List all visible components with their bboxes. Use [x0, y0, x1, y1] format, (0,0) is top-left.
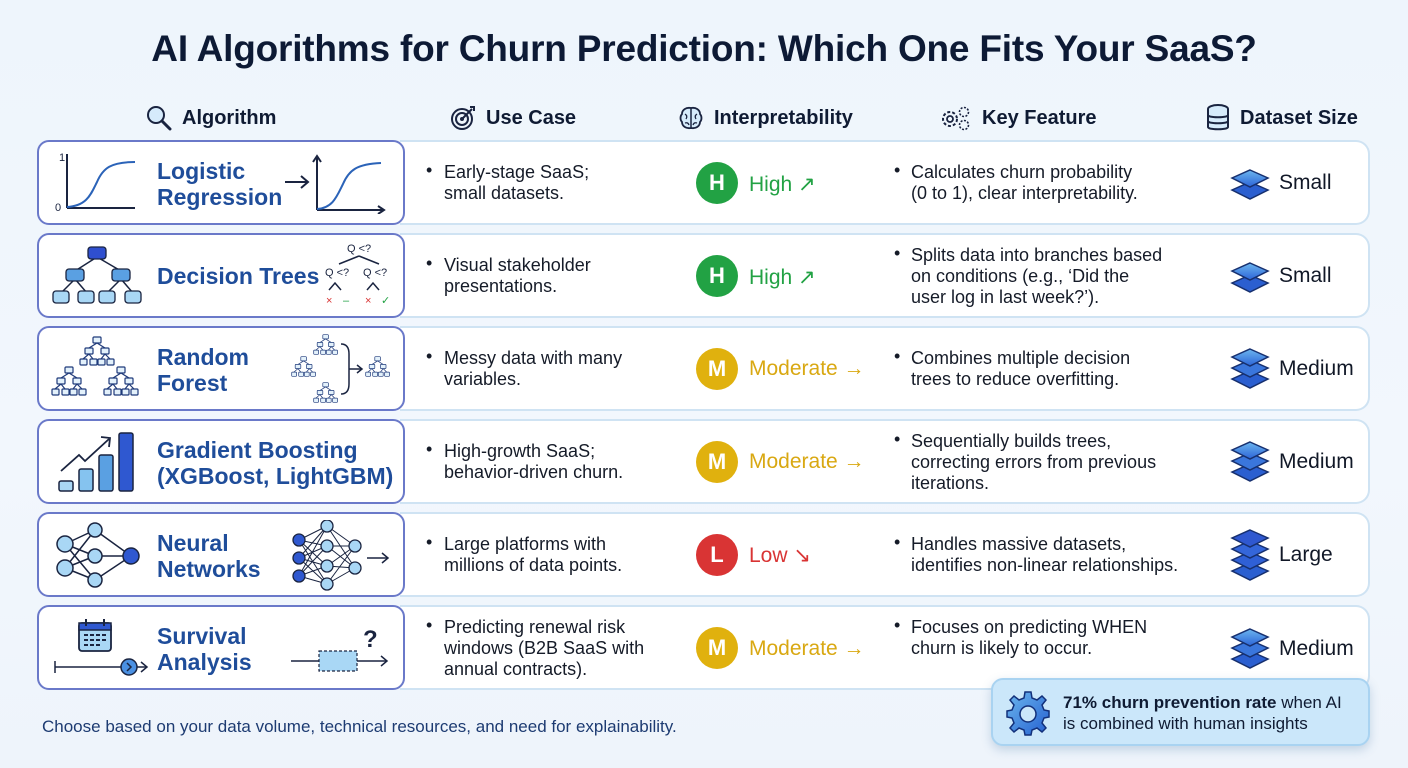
svg-text:–: –	[343, 295, 350, 307]
interpretability-level: Low ↘	[749, 544, 811, 567]
use-case-text: Early-stage SaaS;small datasets.	[444, 162, 590, 203]
interpretability-level: Moderate →	[749, 357, 865, 380]
svg-text:×: ×	[326, 295, 332, 307]
footer-note: Choose based on your data volume, techni…	[42, 717, 677, 736]
decision-split-icon: Q <? Q <? Q <? × – × ✓	[325, 243, 390, 307]
neural-network-icon	[56, 522, 140, 588]
arrow-right-icon	[285, 175, 310, 189]
interpretability-level: High ↗	[749, 266, 816, 289]
page-title: AI Algorithms for Churn Prediction: Whic…	[151, 28, 1257, 69]
risk-window-icon: ?	[291, 626, 389, 672]
forest-icon	[51, 336, 139, 396]
algo-card-gradient-boosting[interactable]: Gradient Boosting(XGBoost, LightGBM)	[37, 419, 405, 504]
layers-medium-icon	[1230, 628, 1270, 669]
table-row	[400, 419, 1370, 504]
interpretability-badge: M	[696, 627, 738, 669]
search-icon	[147, 106, 172, 131]
algo-name: Gradient Boosting(XGBoost, LightGBM)	[157, 437, 394, 489]
layers-medium-icon	[1230, 348, 1270, 389]
use-case-text: High-growth SaaS;behavior-driven churn.	[444, 441, 624, 482]
interpretability-badge: L	[696, 534, 738, 576]
brain-icon	[679, 106, 703, 130]
interpretability-badge: H	[696, 255, 738, 297]
target-icon	[451, 106, 475, 130]
dataset-size-label: Small	[1279, 171, 1332, 194]
table-row	[400, 512, 1370, 597]
key-feature-text: Calculates churn probability(0 to 1), cl…	[911, 162, 1138, 203]
layers-medium-icon	[1230, 441, 1270, 482]
svg-text:Q <?: Q <?	[363, 267, 387, 279]
sigmoid-curve-icon	[312, 154, 386, 214]
gear-icon	[1006, 691, 1050, 736]
header-dataset-size: Dataset Size	[1206, 104, 1358, 132]
layers-small-icon	[1230, 262, 1270, 293]
header-interpretability: Interpretability	[678, 104, 853, 132]
dataset-size-label: Medium	[1279, 357, 1354, 380]
algo-card-decision-trees[interactable]: Decision Trees Q <? Q <? Q <? × – × ✓	[37, 233, 405, 318]
svg-text:1: 1	[59, 152, 65, 164]
interpretability-badge: M	[696, 441, 738, 483]
svg-text:?: ?	[363, 626, 378, 653]
sigmoid-curve-icon: 1 0	[55, 152, 136, 214]
decision-tree-icon	[52, 246, 142, 304]
interpretability-level: Moderate →	[749, 637, 865, 660]
svg-text:Q <?: Q <?	[325, 267, 349, 279]
svg-text:✓: ✓	[381, 295, 390, 307]
dataset-size-label: Medium	[1279, 637, 1354, 660]
interpretability-badge: M	[696, 348, 738, 390]
database-icon	[1207, 104, 1229, 131]
interpretability-badge: H	[696, 162, 738, 204]
key-feature-text: Handles massive datasets,identifies non-…	[911, 534, 1179, 575]
deep-network-icon	[292, 520, 390, 591]
table-row	[400, 233, 1370, 318]
calendar-timeline-icon	[54, 619, 149, 676]
table-row	[400, 326, 1370, 411]
header-use-case: Use Case	[450, 104, 576, 132]
dataset-size-label: Medium	[1279, 450, 1354, 473]
growth-bars-icon	[58, 432, 134, 492]
header-algorithm: Algorithm	[146, 104, 276, 132]
interpretability-level: Moderate →	[749, 450, 865, 473]
svg-text:0: 0	[55, 202, 61, 214]
key-feature-text: Sequentially builds trees,correcting err…	[911, 431, 1157, 493]
layers-small-icon	[1230, 169, 1270, 200]
dataset-size-label: Small	[1279, 264, 1332, 287]
table-row	[400, 605, 1370, 690]
gears-icon	[942, 106, 970, 131]
interpretability-level: High ↗	[749, 173, 816, 196]
header-key-feature: Key Feature	[938, 104, 1097, 132]
ensemble-icon	[291, 334, 390, 403]
svg-text:Q <?: Q <?	[347, 243, 371, 255]
svg-text:×: ×	[365, 295, 371, 307]
algo-name: Decision Trees	[157, 263, 320, 289]
layers-large-icon	[1230, 529, 1270, 581]
dataset-size-label: Large	[1279, 543, 1333, 566]
table-row	[400, 140, 1370, 225]
